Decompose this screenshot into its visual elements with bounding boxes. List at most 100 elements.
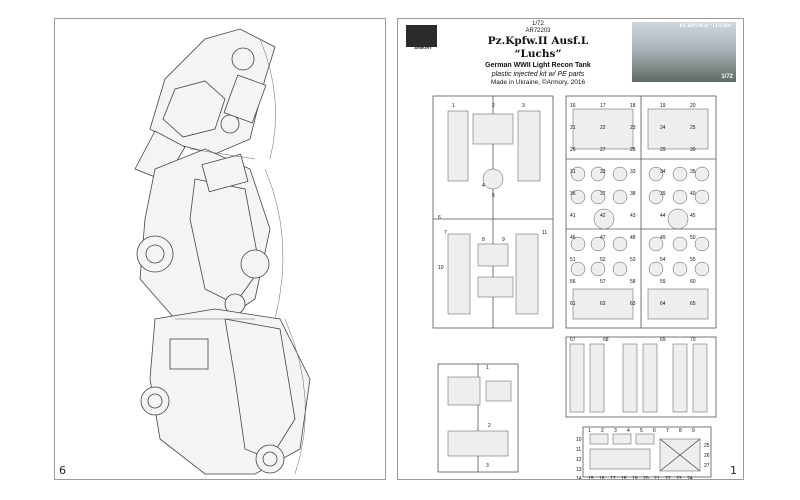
track-part-label: 70 — [690, 337, 696, 343]
sprue-b-part-label: 51 — [570, 257, 576, 263]
sprue-a-part-label: 4 — [482, 183, 485, 189]
assembly-drawing — [134, 28, 311, 475]
pe-bottom-part-label: 17 — [610, 476, 616, 480]
pe-fret-cross — [659, 438, 701, 472]
sprue-b-part-label: 54 — [660, 257, 666, 263]
pe-side-part-label: 11 — [576, 447, 581, 453]
page-number: 6 — [59, 464, 66, 477]
sprue-b-part-label: 22 — [600, 125, 606, 131]
sprue-b-part-label: 49 — [660, 235, 666, 241]
sprue-b-part-label: 25 — [690, 125, 696, 131]
sprue-c-part-label: 1 — [486, 365, 489, 371]
pe-side-part-label: 27 — [704, 463, 710, 469]
sprue-b-part-label: 60 — [690, 279, 696, 285]
pe-fret-frame — [582, 426, 712, 478]
sprue-b-part-label: 44 — [660, 213, 666, 219]
sprue-b-part-label: 63 — [630, 301, 636, 307]
sprue-c-part-label: 3 — [486, 463, 489, 469]
sprue-b-part-label: 29 — [660, 147, 666, 153]
pe-side-part-label: 14 — [576, 476, 582, 480]
sprue-b-part-label: 64 — [660, 301, 666, 307]
pe-top-part-label: 6 — [653, 428, 656, 434]
pe-side-part-label: 26 — [704, 453, 710, 459]
sprue-b-part-label: 38 — [630, 191, 636, 197]
sprue-b-part-label: 35 — [690, 169, 696, 175]
sprue-b-part-label: 32 — [600, 169, 606, 175]
pe-bottom-part-label: 15 — [588, 476, 594, 480]
sprue-b-part-label: 58 — [630, 279, 636, 285]
pe-bottom-part-label: 19 — [632, 476, 638, 480]
kit-header: 1/72 AR72203 Pz.Kpfw.II Ausf.L “Luchs” G… — [468, 21, 608, 87]
track-part-label: 68 — [603, 337, 609, 343]
pe-top-part-label: 5 — [640, 428, 643, 434]
sprue-c-part-label: 2 — [488, 423, 491, 429]
sprue-b-part-label: 50 — [690, 235, 696, 241]
pe-top-part-label: 4 — [627, 428, 630, 434]
sprue-b-part-label: 65 — [690, 301, 696, 307]
sprue-a-part-label: 3 — [522, 103, 525, 109]
sprue-b-part-label: 31 — [570, 169, 576, 175]
sprue-b-part-label: 40 — [690, 191, 696, 197]
sprue-b-part-label: 37 — [600, 191, 606, 197]
sprue-b-part-label: 24 — [660, 125, 666, 131]
pe-top-part-label: 2 — [601, 428, 604, 434]
sprue-b-part-label: 55 — [690, 257, 696, 263]
box-art-title: PZ.KPFW.II “LUCHS” — [679, 24, 733, 29]
sprue-b-part-label: 41 — [570, 213, 576, 219]
sprue-b-part-label: 20 — [690, 103, 696, 109]
tracks-sprue-frame — [565, 336, 717, 418]
kit-scale: 1/72 — [532, 21, 544, 27]
sprue-b-part-label: 21 — [570, 125, 576, 131]
sprue-b-part-label: 43 — [630, 213, 636, 219]
sprue-b-part-label: 56 — [570, 279, 576, 285]
box-art-image: PZ.KPFW.II “LUCHS” 1/72 — [632, 22, 736, 82]
sprue-b-part-label: 16 — [570, 103, 576, 109]
pe-bottom-part-label: 23 — [676, 476, 682, 480]
sprue-a-part-label: 9 — [502, 237, 505, 243]
sprue-b-part-label: 47 — [600, 235, 606, 241]
hull-view-middle — [136, 148, 271, 320]
pe-top-part-label: 3 — [614, 428, 617, 434]
kit-type: plastic injected kit w/ PE parts — [491, 71, 585, 78]
sprue-b-part-label: 62 — [600, 301, 606, 307]
sprue-a-part-label: 2 — [492, 103, 495, 109]
sprue-b-part-label: 26 — [570, 147, 576, 153]
sprue-a-part-label: 7 — [444, 230, 447, 236]
sprue-a-part-label: 1 — [452, 103, 455, 109]
pe-top-part-label: 9 — [692, 428, 695, 434]
sprue-b-part-label: 46 — [570, 235, 576, 241]
sprue-b-part-label: 59 — [660, 279, 666, 285]
made-in: Made in Ukraine, ©Armory, 2016 — [490, 79, 586, 86]
sprue-a-part-label: 10 — [438, 265, 444, 271]
sprue-b-part-label: 53 — [630, 257, 636, 263]
kit-name: Pz.Kpfw.II Ausf.L “Luchs” — [487, 35, 589, 60]
box-art-scale: 1/72 — [721, 74, 733, 80]
pe-top-part-label: 7 — [666, 428, 669, 434]
sprue-a-part-label: 6 — [438, 215, 441, 221]
pe-side-part-label: 10 — [576, 437, 582, 443]
brand-logo-text: ARMORY — [414, 45, 432, 50]
pe-bottom-part-label: 21 — [654, 476, 660, 480]
sprue-b-part-label: 19 — [660, 103, 666, 109]
pe-side-part-label: 25 — [704, 443, 710, 449]
sprue-b-part-label: 39 — [660, 191, 666, 197]
pe-bottom-part-label: 18 — [621, 476, 627, 480]
sprue-a-part-label: 5 — [492, 193, 495, 199]
product-code: AR72203 — [525, 28, 551, 34]
kit-subtitle: German WWII Light Recon Tank — [485, 62, 591, 69]
sprue-b-part-label: 23 — [630, 125, 636, 131]
track-part-label: 67 — [570, 337, 576, 343]
brand-logo — [406, 25, 437, 47]
sprue-b-part-label: 42 — [600, 213, 606, 219]
pe-side-part-label: 13 — [576, 467, 582, 473]
sprue-b-part-label: 57 — [600, 279, 606, 285]
sprue-b-part-label: 30 — [690, 147, 696, 153]
sprue-a-part-label: 8 — [482, 237, 485, 243]
hull-view-bottom — [140, 308, 311, 475]
sprue-a-part-label: 11 — [542, 230, 547, 236]
sprue-b-part-label: 18 — [630, 103, 636, 109]
pe-side-part-label: 12 — [576, 457, 582, 463]
page-number: 1 — [730, 464, 737, 477]
sprue-b-part-label: 36 — [570, 191, 576, 197]
